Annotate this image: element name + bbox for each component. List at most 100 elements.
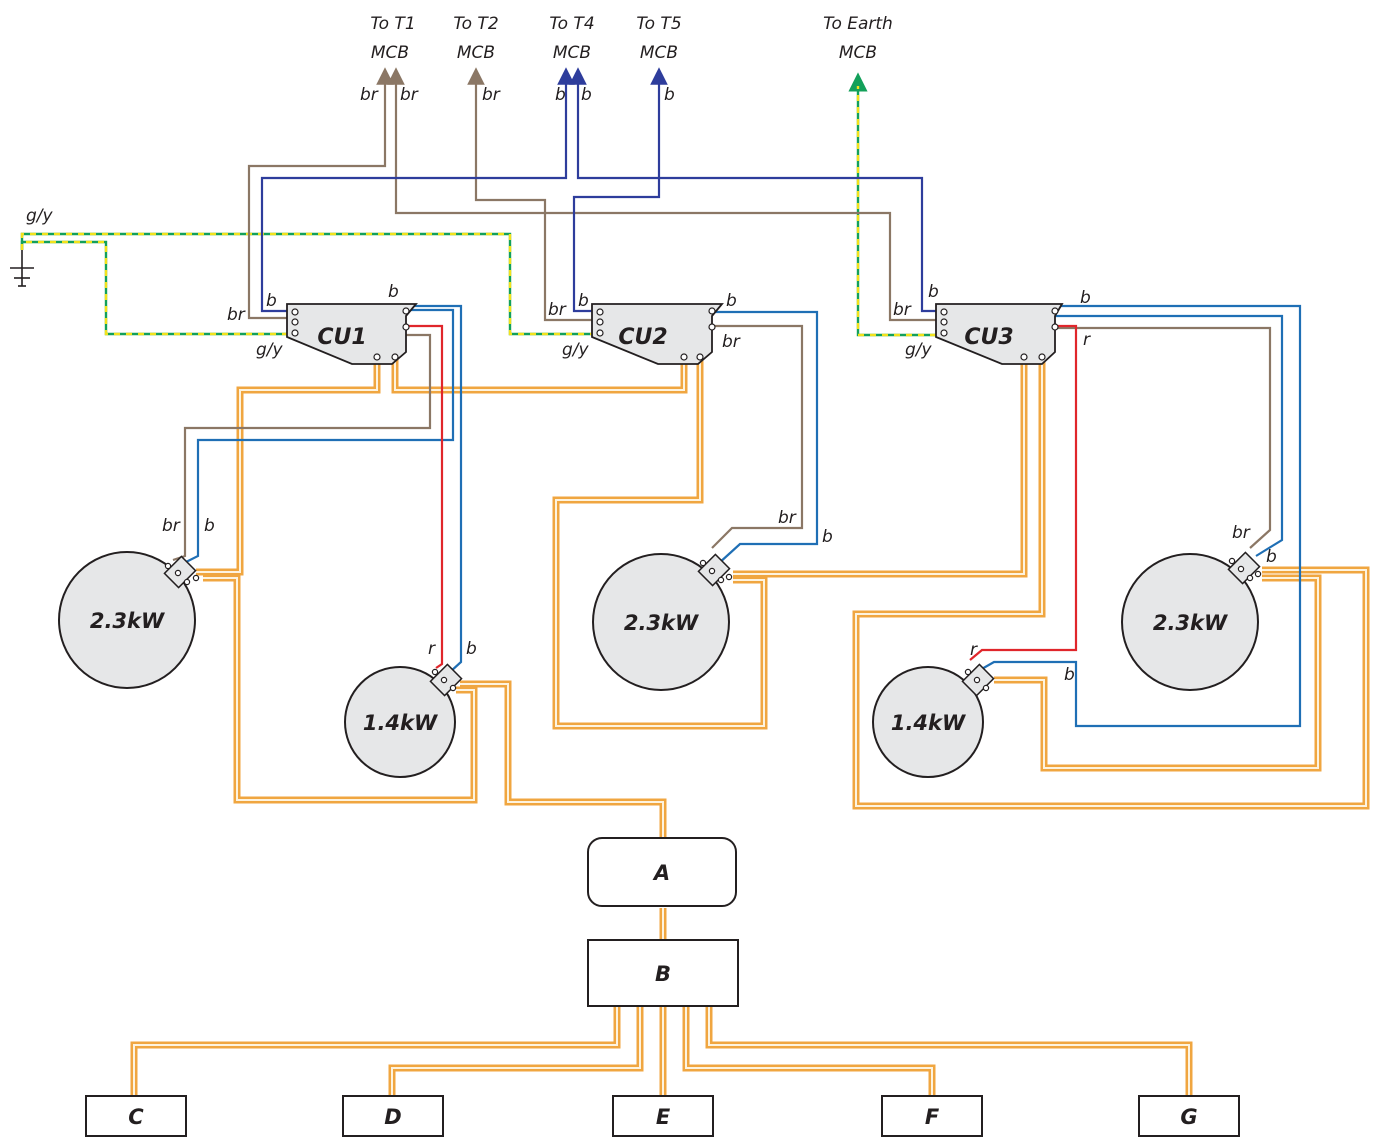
flex-cable-core [555,358,765,727]
wire-label-b: b [1080,288,1091,308]
control-unit-cu3 [935,303,1064,365]
box-d-label: D [384,1105,401,1129]
flex-cable-core [391,1006,641,1096]
label-to-earth-mcb: MCB [839,43,877,63]
wire-label-b: b [204,516,215,536]
wire [1055,314,1284,557]
plate-rating-label: 2.3kW [624,611,699,635]
flex-cable-core [133,1006,618,1096]
hotplate-left-2300w [58,551,200,689]
earth-wire [848,72,936,337]
wire [1055,326,1272,549]
wire-labels: br br br b b b g/y br b g/y b br b g/y b… [26,85,1277,685]
box-a-label: A [652,861,670,885]
wire-label-b: b [466,639,477,659]
control-unit-cu1 [286,303,418,365]
box-f [881,1095,983,1137]
box-g [1138,1095,1240,1137]
flex-cable [391,358,688,394]
wire-label-br: br [548,300,567,320]
box-f-label: F [925,1105,940,1129]
wire-label-b: b [928,282,939,302]
label-to-t2-mcb: MCB [457,43,495,63]
flex-cable-core [733,358,1025,575]
unit-labels: CU1 CU2 CU3 2.3kW 1.4kW 2.3kW 1.4kW 2.3k… [90,325,1228,1129]
box-b-label: B [655,962,671,986]
flex-cable-core [460,683,664,838]
flex-cable [460,680,667,838]
flex-cable [733,358,1028,578]
flex-cable-core [708,1006,1190,1096]
label-to-earth: To Earth [823,14,893,34]
earth-wires [20,72,936,337]
flex-cable [682,1006,936,1096]
wire [712,310,819,565]
earth-wire [20,240,287,336]
flex-cable-core [994,577,1319,769]
wire-label-b: b [578,291,589,311]
hotplate-centre-2300w [592,553,733,691]
wire [406,304,463,673]
cu1-label: CU1 [317,325,366,350]
wire [969,324,1078,661]
wire [247,67,394,320]
earth-wire-stripe [20,240,287,336]
wire-label-br: br [227,305,246,325]
earth-wire-stripe [20,232,592,336]
wire [569,67,936,313]
flex-cable-core [855,358,1367,807]
wire [979,304,1302,728]
label-to-t5-mcb: MCB [640,43,678,63]
wire-label-br: br [893,300,912,320]
label-to-t2: To T2 [453,14,498,34]
box-e-label: E [656,1105,671,1129]
label-to-t5: To T5 [636,14,681,34]
flex-cable-core [394,358,685,391]
box-g-label: G [1180,1105,1197,1129]
label-to-t1: To T1 [370,14,415,34]
plate-rating-label: 2.3kW [90,609,165,633]
wire-label-b: b [266,291,277,311]
wire-label-br: br [400,85,419,105]
wire-label-br: br [162,516,181,536]
wire-label-gy: g/y [256,340,284,360]
wire-label-r: r [1083,330,1091,350]
wire-label-b: b [1064,665,1075,685]
box-d [342,1095,444,1137]
wire-label-r: r [428,639,436,659]
label-to-t4: To T4 [549,14,594,34]
wire-label-br: br [778,508,797,528]
flex-cable [705,1006,1193,1096]
earth-wire-stripe [856,82,936,337]
supply-labels: To T1 MCB To T2 MCB To T4 MCB To T5 MCB … [370,14,892,63]
flex-cable [130,1006,621,1096]
wire [406,324,444,669]
control-unit-cu2 [591,303,724,365]
wire-label-b: b [388,282,399,302]
box-c-label: C [128,1105,144,1129]
hotplate-centre-left-1400w [344,663,463,778]
flex-cable-core [203,577,475,801]
flex-cable-core [196,358,378,573]
wire [387,67,936,322]
box-e [612,1095,714,1137]
box-c [85,1095,187,1137]
box-a [587,837,737,907]
flex-cables [130,358,1370,1096]
wire [185,308,455,563]
wire [572,67,668,313]
label-to-t1-mcb: MCB [371,43,409,63]
wire [172,333,432,562]
wire-label-b: b [664,85,675,105]
supply-wires [247,67,936,322]
element-wires [172,304,1302,728]
wire-label-gy: g/y [26,206,54,226]
wire-label-gy: g/y [905,340,933,360]
hotplate-right-2300w [1121,551,1262,691]
wire-label-b: b [822,527,833,547]
wire-label-br: br [360,85,379,105]
wire [711,324,804,549]
wire [260,67,575,313]
hotplate-right-1400w [872,663,995,778]
